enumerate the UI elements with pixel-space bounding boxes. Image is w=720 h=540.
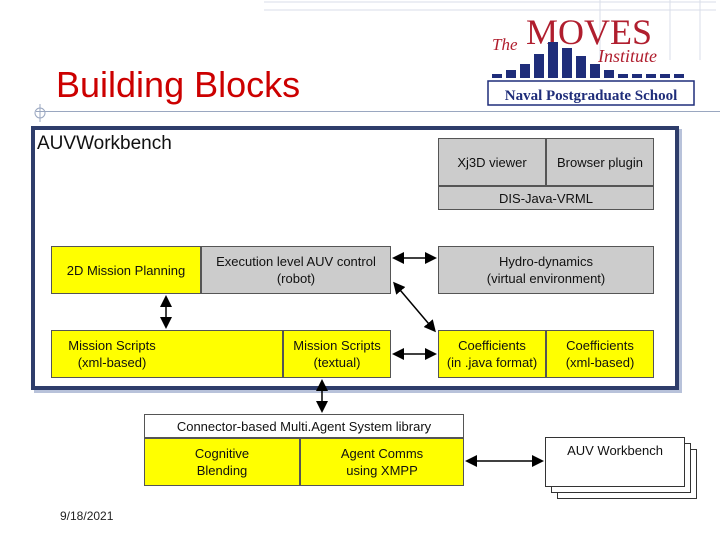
- hydrodynamics-line-2: (virtual environment): [486, 271, 606, 286]
- auv-workbench-stack-front: AUV Workbench: [545, 437, 685, 487]
- title-divider: [36, 111, 720, 112]
- execution-control-line-1: Execution level AUV control: [216, 254, 376, 269]
- mission-scripts-textual-line-1: Mission Scripts: [293, 338, 381, 353]
- agent-comms-line-1: Agent Comms: [340, 446, 424, 461]
- coefficients-java-line-1: Coefficients: [458, 338, 526, 353]
- logo-institute-text: Institute: [597, 46, 657, 66]
- dis-java-vrml-box: DIS-Java-VRML: [438, 186, 654, 210]
- moves-logo: The MOVES Institute Naval Postgraduate S…: [486, 8, 700, 108]
- coefficients-xml-box: Coefficients (xml-based): [546, 330, 654, 378]
- hydrodynamics-box: Hydro-dynamics (virtual environment): [438, 246, 654, 294]
- hydrodynamics-line-1: Hydro-dynamics: [499, 254, 593, 269]
- agent-comms-line-2: using XMPP: [346, 463, 418, 478]
- logo-moves-text: MOVES: [526, 12, 652, 52]
- xj3d-viewer-box: Xj3D viewer: [438, 138, 546, 186]
- execution-control-box: Execution level AUV control (robot): [201, 246, 391, 294]
- mission-scripts-textual-line-2: (textual): [313, 355, 361, 370]
- logo-school-frame: [487, 80, 695, 106]
- coefficients-xml-line-1: Coefficients: [566, 338, 634, 353]
- mission-scripts-xml-line-1: Mission Scripts: [68, 338, 156, 353]
- coefficients-java-line-2: (in .java format): [446, 355, 538, 370]
- moves-logo-graphic: The MOVES Institute Naval Postgraduate S…: [487, 12, 695, 106]
- coefficients-xml-line-2: (xml-based): [565, 355, 635, 370]
- mission-scripts-textual-box: Mission Scripts (textual): [283, 330, 391, 378]
- mission-scripts-xml-box: Mission Scripts (xml-based): [51, 330, 283, 378]
- auvworkbench-frame-label: AUVWorkbench: [37, 133, 172, 154]
- slide-date: 9/18/2021: [60, 509, 114, 523]
- coefficients-java-box: Coefficients (in .java format): [438, 330, 546, 378]
- connector-library-box: Connector-based Multi.Agent System libra…: [144, 414, 464, 438]
- cognitive-blending-box: Cognitive Blending: [144, 438, 300, 486]
- agent-comms-box: Agent Comms using XMPP: [300, 438, 464, 486]
- logo-bars: [492, 42, 684, 78]
- logo-school-text: Naval Postgraduate School: [505, 88, 678, 104]
- cognitive-blending-line-2: Blending: [196, 463, 248, 478]
- slide-title: Building Blocks: [56, 64, 301, 105]
- diagonal-arrow: [393, 281, 436, 333]
- mission-scripts-xml-line-2: (xml-based): [77, 355, 147, 370]
- logo-the-text: The: [492, 35, 518, 54]
- browser-plugin-box: Browser plugin: [546, 138, 654, 186]
- execution-control-line-2: (robot): [276, 271, 316, 286]
- cognitive-blending-line-1: Cognitive: [194, 446, 250, 461]
- mission-planning-box: 2D Mission Planning: [51, 246, 201, 294]
